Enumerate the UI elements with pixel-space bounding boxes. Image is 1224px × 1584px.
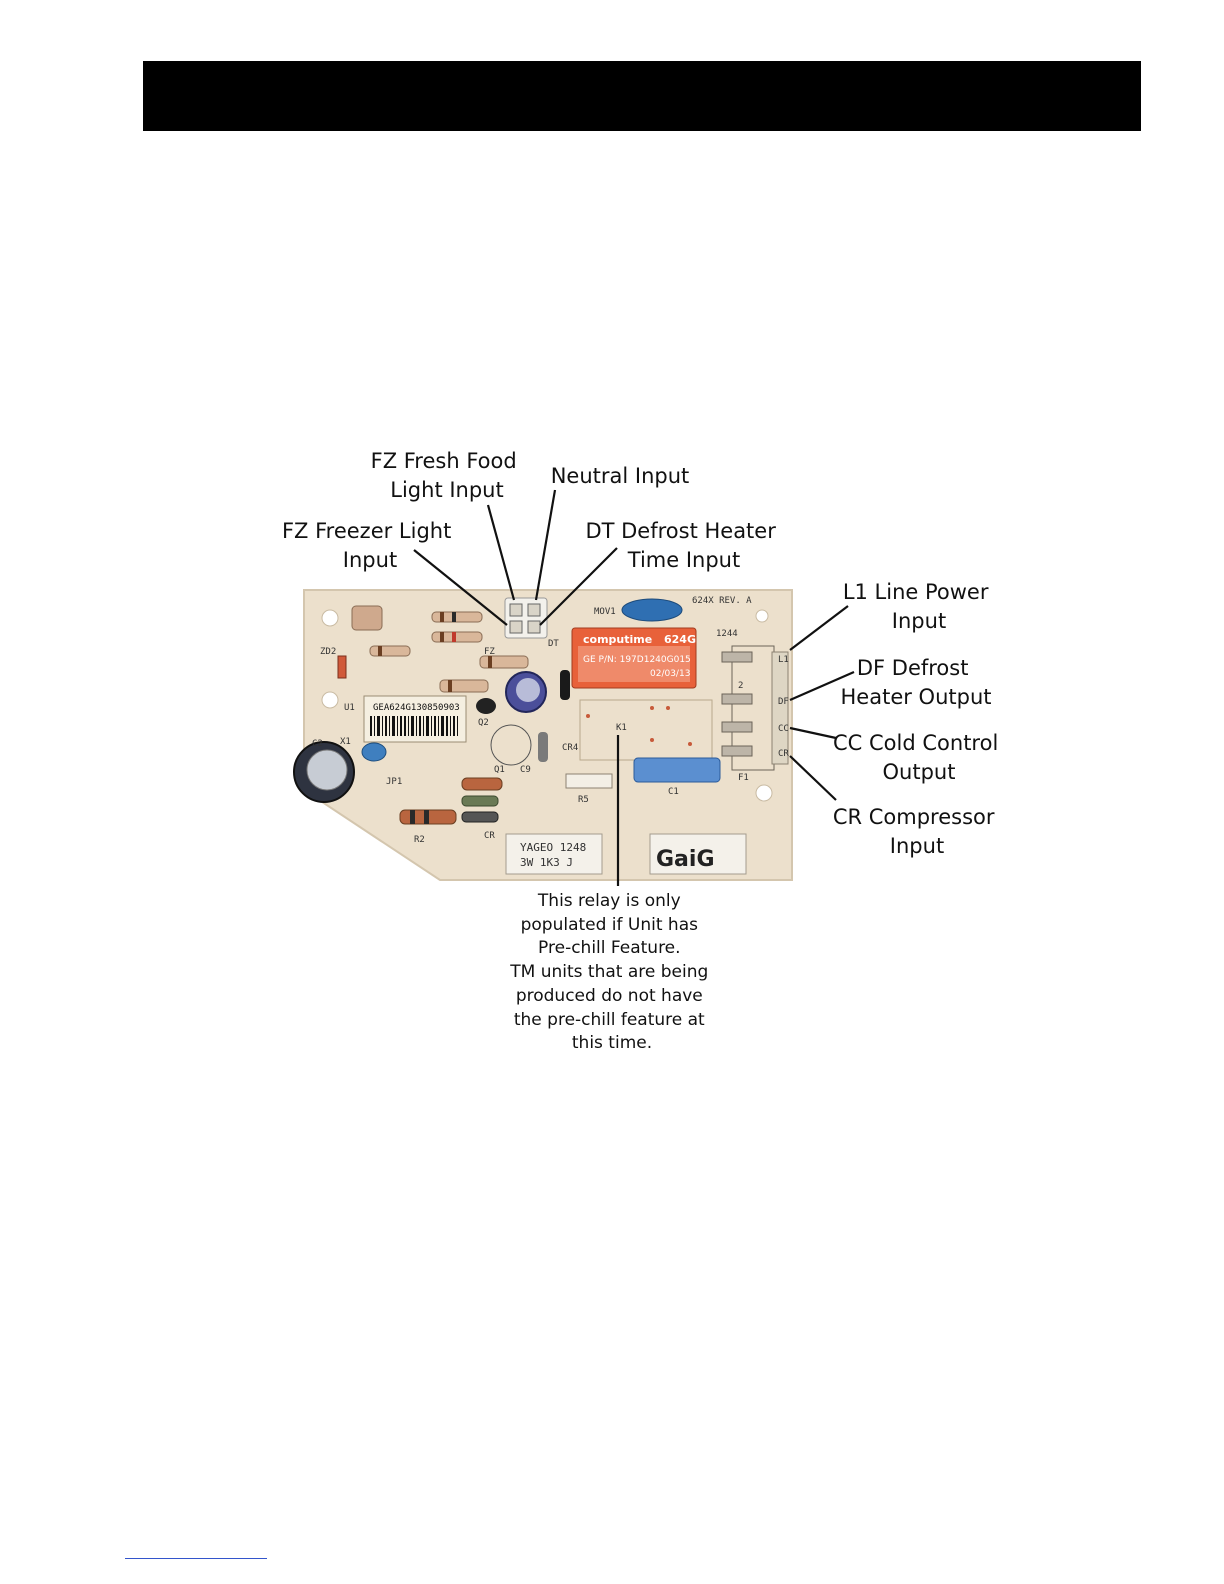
silk-x1: X1 — [340, 737, 351, 747]
relay-model: 624G — [664, 633, 696, 646]
mov-varistor — [621, 598, 683, 622]
board-code: 1244 — [716, 629, 738, 639]
leader-fz-freezer — [413, 549, 508, 626]
barcode-label-text: GEA624G130850903 — [373, 703, 460, 713]
ceramic-resistor-2-marking: GaiG — [656, 847, 715, 872]
silk-q1: Q1 — [494, 765, 505, 775]
leader-cc — [789, 726, 837, 740]
mounting-hole — [755, 784, 773, 802]
silk-r2: R2 — [414, 835, 425, 845]
terminal-tab — [721, 721, 753, 733]
resistor — [439, 679, 489, 693]
pad — [586, 714, 590, 718]
resistor — [479, 655, 529, 669]
leader-l1 — [789, 605, 849, 651]
relay-brand: computime — [583, 633, 652, 646]
resistor — [461, 795, 499, 807]
resistor — [431, 631, 483, 643]
barcode — [370, 716, 458, 736]
capacitor-x1 — [361, 742, 387, 762]
silk-dt: DT — [548, 639, 559, 649]
silk-cc: CC — [778, 724, 789, 734]
ceramic-resistor-2 — [649, 833, 747, 875]
small-diode — [538, 732, 548, 762]
mounting-hole — [755, 609, 769, 623]
silk-df: DF — [778, 697, 789, 707]
silk-2: 2 — [738, 681, 743, 691]
leader-df — [789, 670, 855, 702]
silk-c2: C2 — [312, 739, 323, 749]
silk-q2: Q2 — [478, 718, 489, 728]
label-neutral: Neutral Input — [551, 464, 690, 488]
connector-pin — [509, 603, 523, 617]
footer-rule — [125, 1558, 267, 1559]
resistor — [461, 777, 503, 791]
relay-date: 02/03/13 — [650, 669, 690, 679]
pad — [666, 706, 670, 710]
silk-r5: R5 — [578, 795, 589, 805]
silk-c1: C1 — [668, 787, 679, 797]
terminal-tab — [721, 651, 753, 663]
mounting-hole — [321, 691, 339, 709]
resistor — [369, 645, 411, 657]
terminal-tab — [721, 693, 753, 705]
ceramic-resistor-1-line2: 3W 1K3 J — [520, 856, 573, 869]
transistor-q2 — [476, 698, 496, 714]
fuse-r5 — [565, 773, 613, 789]
leader-dt-defrost — [539, 547, 618, 626]
small-component — [351, 605, 383, 631]
capacitor-c1 — [633, 757, 721, 783]
connector-pin — [509, 620, 523, 634]
connector-pin — [527, 620, 541, 634]
header-bar — [143, 61, 1141, 131]
ceramic-resistor-1 — [505, 833, 603, 875]
resistor — [431, 611, 483, 623]
capacitor-top — [306, 749, 348, 791]
label-cc-cold-control: CC Cold Control Output — [833, 731, 1005, 784]
silk-l1: L1 — [778, 655, 789, 665]
terminal-strip — [771, 651, 789, 765]
silk-f1: F1 — [738, 773, 749, 783]
capacitor-c10-top — [516, 678, 540, 702]
silk-k1: K1 — [616, 723, 627, 733]
relay-label — [578, 646, 690, 682]
leader-lines — [413, 489, 855, 886]
label-cr-compressor: CR Compressor Input — [833, 805, 1001, 858]
label-l1-line-power: L1 Line Power Input — [843, 580, 995, 633]
ceramic-resistor-1-line1: YAGEO 1248 — [520, 841, 586, 854]
leader-cr — [789, 755, 837, 801]
relay-note: This relay is only populated if Unit has… — [509, 891, 713, 1053]
silk-zd2: ZD2 — [320, 647, 336, 657]
resistor — [399, 809, 457, 825]
label-dt-defrost: DT Defrost Heater Time Input — [585, 519, 782, 572]
mounting-hole — [321, 609, 339, 627]
leader-neutral — [534, 489, 557, 601]
resistor — [461, 811, 499, 823]
barcode-label — [363, 695, 467, 743]
board-revision: 624X REV. A — [692, 596, 752, 606]
label-df-defrost: DF Defrost Heater Output — [841, 656, 992, 709]
pad — [650, 738, 654, 742]
silk-u1: U1 — [344, 703, 355, 713]
label-fz-fresh-food: FZ Fresh Food Light Input — [371, 449, 524, 502]
pad — [650, 706, 654, 710]
small-diode — [560, 670, 570, 700]
label-fz-freezer: FZ Freezer Light Input — [282, 519, 458, 572]
silk-cr: CR — [484, 831, 495, 841]
zener-diode — [337, 655, 347, 679]
pad — [688, 742, 692, 746]
silk-cr-terminal: CR — [778, 749, 789, 759]
leader-fz-fresh-food — [486, 504, 516, 601]
silk-cr4: CR4 — [562, 743, 578, 753]
silk-mov1: MOV1 — [594, 607, 616, 617]
silk-jp1: JP1 — [386, 777, 402, 787]
silk-fz: FZ — [484, 647, 495, 657]
transistor-q1-outline — [490, 724, 532, 766]
connector-pin — [527, 603, 541, 617]
terminal-tab — [721, 745, 753, 757]
silk-c9: C9 — [520, 765, 531, 775]
relay-part-number: GE P/N: 197D1240G015 — [583, 655, 691, 665]
